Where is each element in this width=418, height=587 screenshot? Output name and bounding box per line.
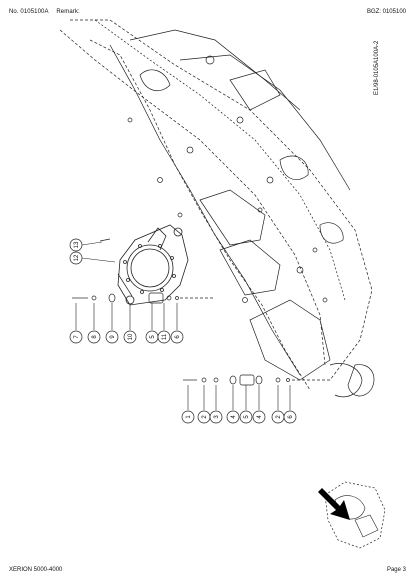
callout-a4: 10 xyxy=(128,333,134,340)
callout-13: 13 xyxy=(74,241,80,248)
callout-b4: 4 xyxy=(231,415,237,419)
callout-b8: 6 xyxy=(288,415,294,419)
mounting-plate xyxy=(99,224,189,306)
callout-a5: 5 xyxy=(150,335,156,339)
location-arrow-icon xyxy=(318,488,350,520)
footer-model: XERION 5000-4000 xyxy=(9,567,63,573)
callout-b6: 4 xyxy=(257,415,263,419)
remark-label: Remark: xyxy=(56,9,80,15)
callouts-group-a: 7 8 9 10 5 11 6 xyxy=(69,330,184,344)
callouts-top: 13 12 xyxy=(69,238,83,265)
frame-outline xyxy=(59,19,375,398)
callout-b1: 1 xyxy=(186,415,192,419)
callout-b7: 2 xyxy=(276,415,282,419)
callout-a3: 9 xyxy=(110,335,116,339)
callout-b5: 5 xyxy=(244,415,250,419)
hardware-row-b xyxy=(183,374,330,386)
doc-number: No. 0105100A xyxy=(9,9,49,15)
footer-page: Page 3 xyxy=(386,567,406,573)
hardware-row-a xyxy=(72,273,215,304)
bgz-label: BGZ: 0105100 xyxy=(366,9,406,15)
callouts-group-b: 1 2 3 4 5 4 2 6 xyxy=(181,410,297,424)
callout-leaders xyxy=(75,241,291,410)
callout-b3: 3 xyxy=(214,415,220,419)
callout-a7: 6 xyxy=(175,335,181,339)
callout-12: 12 xyxy=(74,254,80,261)
callout-a6: 11 xyxy=(162,333,168,340)
header-left: No. 0105100A Remark: xyxy=(9,9,86,15)
callout-a1: 7 xyxy=(74,335,80,339)
callout-a2: 8 xyxy=(92,335,98,339)
callout-b2: 2 xyxy=(202,415,208,419)
